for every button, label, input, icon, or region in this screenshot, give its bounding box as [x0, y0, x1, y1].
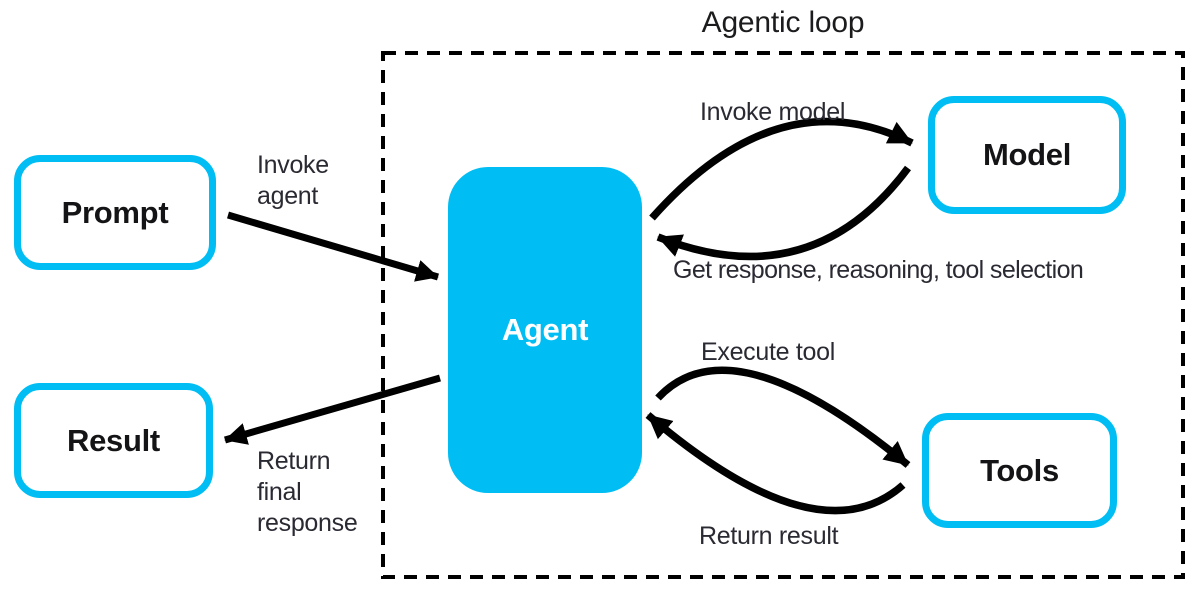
arrow-return-final-response [224, 374, 441, 445]
arrow-get-response [656, 165, 912, 261]
edge-label-return-result: Return result [699, 522, 839, 550]
arrow-invoke-agent [227, 211, 439, 282]
node-agent-label: Agent [501, 312, 589, 347]
node-agent: Agent [448, 167, 642, 493]
edge-label-return-final-response: Return final response [257, 447, 358, 537]
edge-label-invoke-model: Invoke model [700, 98, 846, 126]
edge-label-get-response: Get response, reasoning, tool selection [673, 256, 1084, 284]
node-prompt-label: Prompt [61, 194, 169, 230]
agentic-loop-boundary [381, 51, 1185, 579]
node-prompt: Prompt [14, 155, 216, 270]
node-tools: Tools [922, 413, 1117, 528]
node-tools-label: Tools [980, 452, 1059, 488]
arrow-execute-tool [655, 366, 911, 468]
arrow-invoke-model [649, 117, 914, 221]
edge-label-invoke-agent: Invoke agent [257, 151, 329, 210]
node-model: Model [928, 96, 1126, 214]
edge-label-execute-tool: Execute tool [701, 338, 835, 366]
node-result-label: Result [67, 422, 160, 458]
diagram-title: Agentic loop [701, 6, 865, 39]
node-model-label: Model [982, 137, 1072, 172]
node-result: Result [14, 383, 213, 498]
arrow-return-result [645, 412, 906, 515]
